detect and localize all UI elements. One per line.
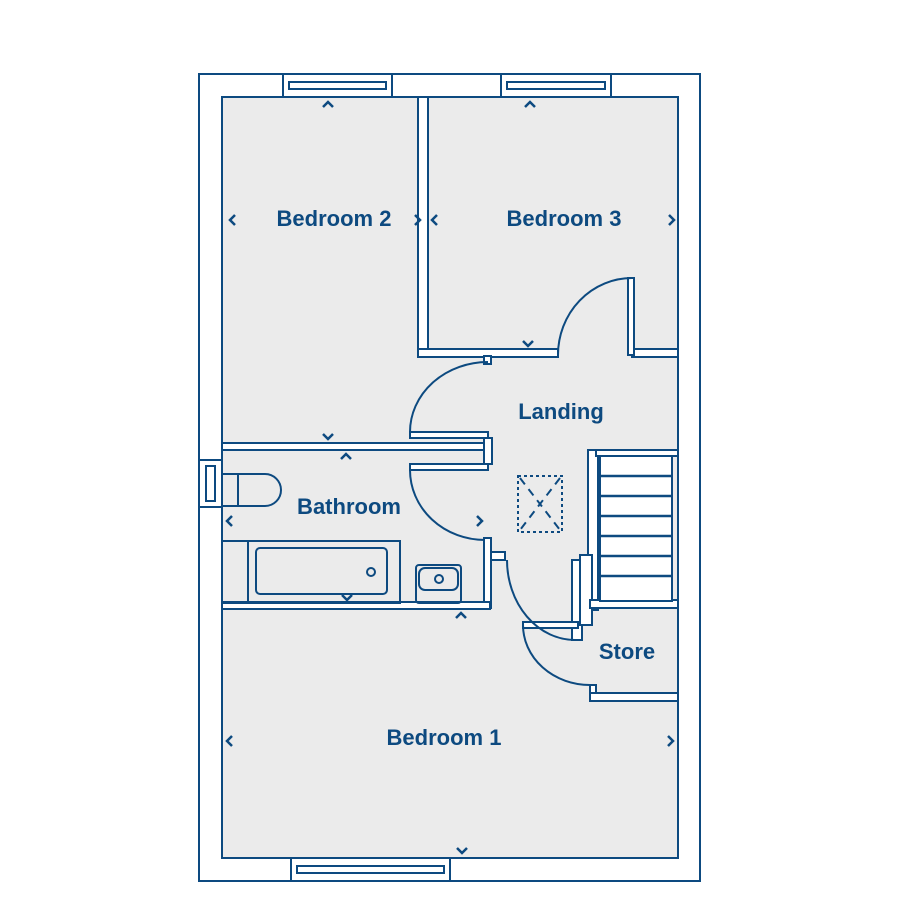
staircase [599, 455, 673, 602]
window-bathroom [198, 459, 223, 508]
room-label-store: Store [598, 639, 656, 664]
toilet [221, 473, 282, 507]
room-label-landing: Landing [518, 399, 604, 424]
room-label-bedroom3: Bedroom 3 [506, 206, 622, 231]
room-label-bathroom: Bathroom [297, 494, 401, 519]
basin [415, 564, 462, 604]
door-swings [409, 277, 633, 686]
room-label-bedroom2: Bedroom 2 [276, 206, 392, 231]
window-bedroom3 [500, 73, 612, 98]
internal-walls [221, 96, 679, 702]
room-label-bedroom1: Bedroom 1 [386, 725, 502, 750]
dimension-arrows [225, 100, 676, 855]
loft-hatch [517, 475, 563, 533]
bath [221, 540, 401, 604]
window-bedroom1 [290, 857, 451, 882]
window-bedroom2 [282, 73, 393, 98]
